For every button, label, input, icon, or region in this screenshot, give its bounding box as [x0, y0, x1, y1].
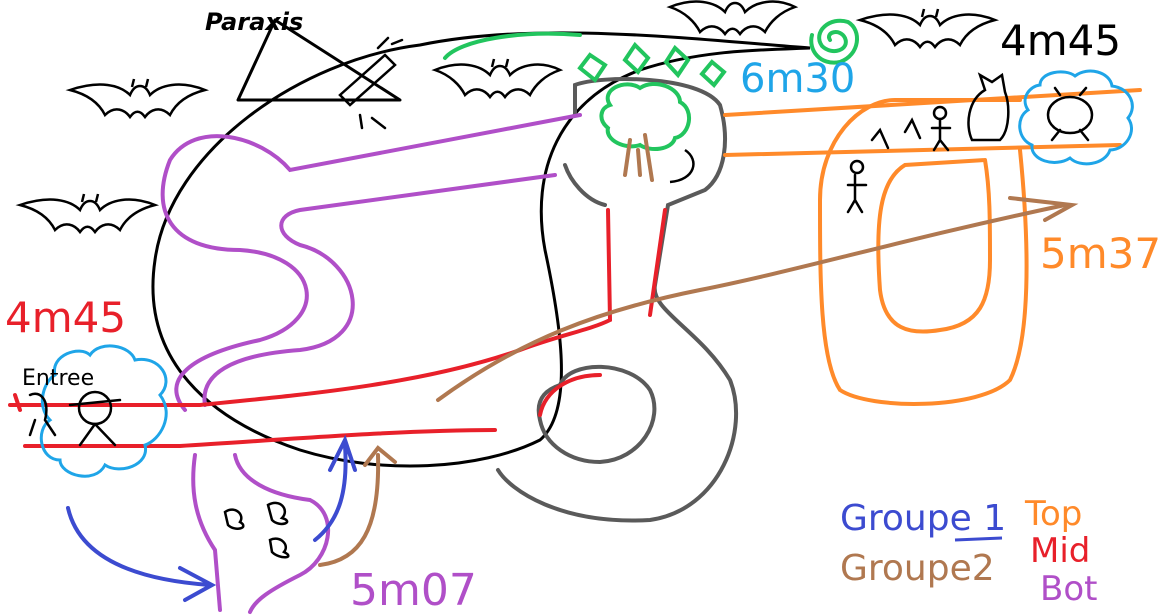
entree-label: Entree: [22, 366, 94, 391]
orange-top-lane: [723, 88, 1142, 117]
legend-mid: Mid: [1030, 531, 1090, 571]
green-spiral-icon: [809, 18, 859, 65]
legend-top: Top: [1024, 494, 1082, 534]
paraxis-label: Paraxis: [205, 8, 303, 36]
entree-creatures-icon: [28, 390, 122, 447]
grey-upper-loop: [496, 77, 739, 523]
paraxis-triangle: [236, 18, 402, 102]
time-bottom-label: 5m07: [350, 565, 477, 616]
grey-left-stub: [563, 163, 607, 207]
green-diamond-2: [622, 41, 651, 76]
bat-icon: [15, 193, 160, 235]
flashlight-icon: [338, 36, 404, 130]
brown-up-arrow: [318, 445, 397, 567]
legend-bot: Bot: [1040, 569, 1097, 609]
red-lane-inner: [538, 373, 602, 417]
legend-groupe2: Groupe2: [840, 548, 995, 589]
purple-bottom-left: [191, 453, 222, 612]
bat-icon: [65, 78, 210, 120]
orange-lane-characters-icon: [846, 72, 1094, 214]
purple-s-path-outer: [160, 113, 582, 412]
brown-diagonal-lane: [436, 203, 1067, 402]
time-orange-label: 5m37: [1040, 229, 1161, 278]
green-diamond-1: [577, 52, 608, 83]
red-lane-upper: [8, 208, 613, 407]
time-green-label: 6m30: [740, 56, 855, 102]
red-tick: [13, 393, 22, 412]
bat-icon: [431, 58, 564, 100]
green-top-line: [443, 31, 582, 60]
purple-bottom-right: [233, 453, 330, 614]
legend: Groupe 1 Groupe2 Top Mid Bot: [840, 494, 1097, 609]
red-lane-right: [648, 208, 667, 317]
orange-second-lane: [723, 143, 1122, 157]
brown-arrow-head: [1008, 196, 1079, 222]
legend-groupe1: Groupe 1: [840, 498, 1006, 539]
tree-icon: [599, 82, 695, 184]
small-creatures-bottom-icon: [223, 501, 290, 559]
time-top-right-label: 4m45: [1000, 16, 1121, 65]
blue-cloud-right: [1018, 69, 1134, 166]
bat-icon: [666, 0, 799, 37]
green-diamond-3: [663, 44, 691, 79]
orange-outer-loop: [817, 98, 1029, 406]
red-lane-lower: [23, 428, 497, 448]
group1-curve-arrow: [66, 506, 217, 602]
blue-cloud-left: [39, 344, 168, 478]
green-diamond-4: [699, 59, 727, 88]
orange-inner-loop: [876, 158, 993, 334]
group1-up-arrow: [313, 434, 357, 542]
purple-s-path-inner: [202, 173, 557, 407]
time-left-label: 4m45: [5, 293, 126, 342]
bat-icon: [855, 8, 1000, 50]
